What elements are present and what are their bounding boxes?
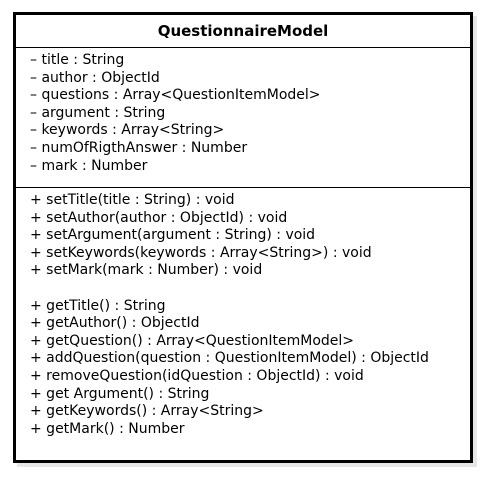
operation-set-title: + setTitle(title : String) : void — [30, 192, 235, 208]
attribute-author: – author : ObjectId — [30, 69, 160, 86]
attribute-argument: – argument : String — [30, 104, 166, 121]
attribute-title: – title : String — [30, 52, 125, 68]
operations-compartment: + setTitle(title : String) : void + setA… — [16, 188, 470, 438]
operation-add-question: + addQuestion(question : QuestionItemMod… — [30, 350, 429, 367]
uml-class-box: QuestionnaireModel – title : String – au… — [13, 12, 473, 463]
operation-remove-question: + removeQuestion(idQuestion : ObjectId) … — [30, 367, 364, 384]
operation-set-keywords: + setKeywords(keywords : Array<String>) … — [30, 244, 372, 261]
operation-get-argument: + get Argument() : String — [30, 385, 210, 402]
operation-set-mark: + setMark(mark : Number) : void — [30, 262, 263, 279]
operations-gap — [30, 280, 470, 298]
attribute-num-of-right-answer: – numOfRigthAnswer : Number — [30, 139, 248, 156]
operation-set-author: + setAuthor(author : ObjectId) : void — [30, 209, 288, 226]
operation-get-author: + getAuthor() : ObjectId — [30, 315, 200, 332]
operation-set-argument: + setArgument(argument : String) : void — [30, 227, 316, 244]
class-name: QuestionnaireModel — [16, 15, 470, 48]
attribute-keywords: – keywords : Array<String> — [30, 122, 225, 139]
operation-get-keywords: + getKeywords() : Array<String> — [30, 403, 264, 420]
operation-get-title: + getTitle() : String — [30, 297, 166, 314]
operation-get-mark: + getMark() : Number — [30, 420, 185, 437]
attributes-compartment: – title : String – author : ObjectId – q… — [16, 48, 470, 188]
operation-get-question: + getQuestion() : Array<QuestionItemMode… — [30, 332, 355, 349]
attribute-mark: – mark : Number — [30, 157, 148, 174]
attribute-questions: – questions : Array<QuestionItemModel> — [30, 87, 321, 104]
